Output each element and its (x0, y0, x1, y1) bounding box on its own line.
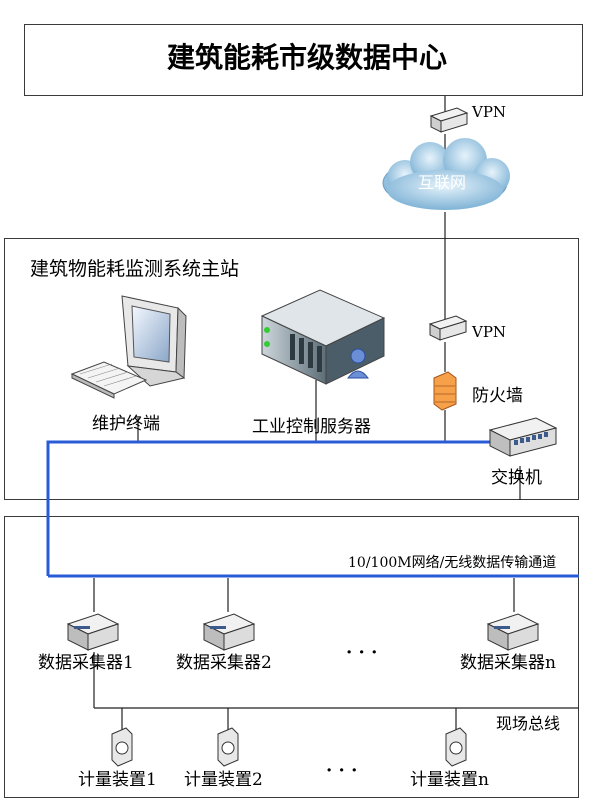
meter-n-icon (445, 727, 467, 767)
data-center-box (24, 24, 583, 96)
vpn-main-icon (428, 315, 468, 341)
switch-label: 交换机 (491, 468, 542, 488)
internet-label: 互联网 (418, 173, 467, 192)
collector-n-label: 数据采集器n (460, 653, 556, 673)
collectors-ellipsis: · · · (346, 642, 378, 663)
collector-2-label: 数据采集器2 (176, 653, 272, 673)
collector-2-icon (202, 613, 256, 651)
firewall-label: 防火墙 (472, 386, 523, 406)
firewall-icon (433, 371, 457, 411)
collector-1-label: 数据采集器1 (38, 653, 134, 673)
lan-blue-line (46, 440, 496, 576)
vpn-main-label: VPN (472, 323, 507, 341)
maintenance-terminal-icon (70, 295, 187, 399)
meter-1-icon (111, 727, 133, 767)
field-bus-label: 现场总线 (496, 714, 561, 733)
wire-lines (93, 96, 579, 730)
internet-cloud-icon (382, 138, 510, 210)
meter-2-icon (217, 727, 239, 767)
vpn-top-label: VPN (472, 103, 507, 121)
terminal-label: 维护终端 (92, 414, 160, 434)
vpn-top-icon (429, 107, 469, 133)
meters-ellipsis: · · · (326, 760, 358, 781)
server-label: 工业控制服务器 (252, 417, 371, 437)
main-station-title: 建筑物能耗监测系统主站 (30, 258, 240, 280)
meter-n-label: 计量装置n (410, 770, 489, 790)
switch-icon (488, 417, 558, 457)
industrial-server-icon (260, 289, 386, 385)
collector-n-icon (486, 613, 540, 651)
meter-2-label: 计量装置2 (184, 770, 263, 790)
network-channel-label: 10/100M网络/无线数据传输通道 (348, 555, 557, 571)
collector-1-icon (66, 613, 120, 651)
meter-1-label: 计量装置1 (78, 770, 157, 790)
field-box (4, 516, 579, 798)
data-center-title: 建筑能耗市级数据中心 (166, 41, 447, 74)
